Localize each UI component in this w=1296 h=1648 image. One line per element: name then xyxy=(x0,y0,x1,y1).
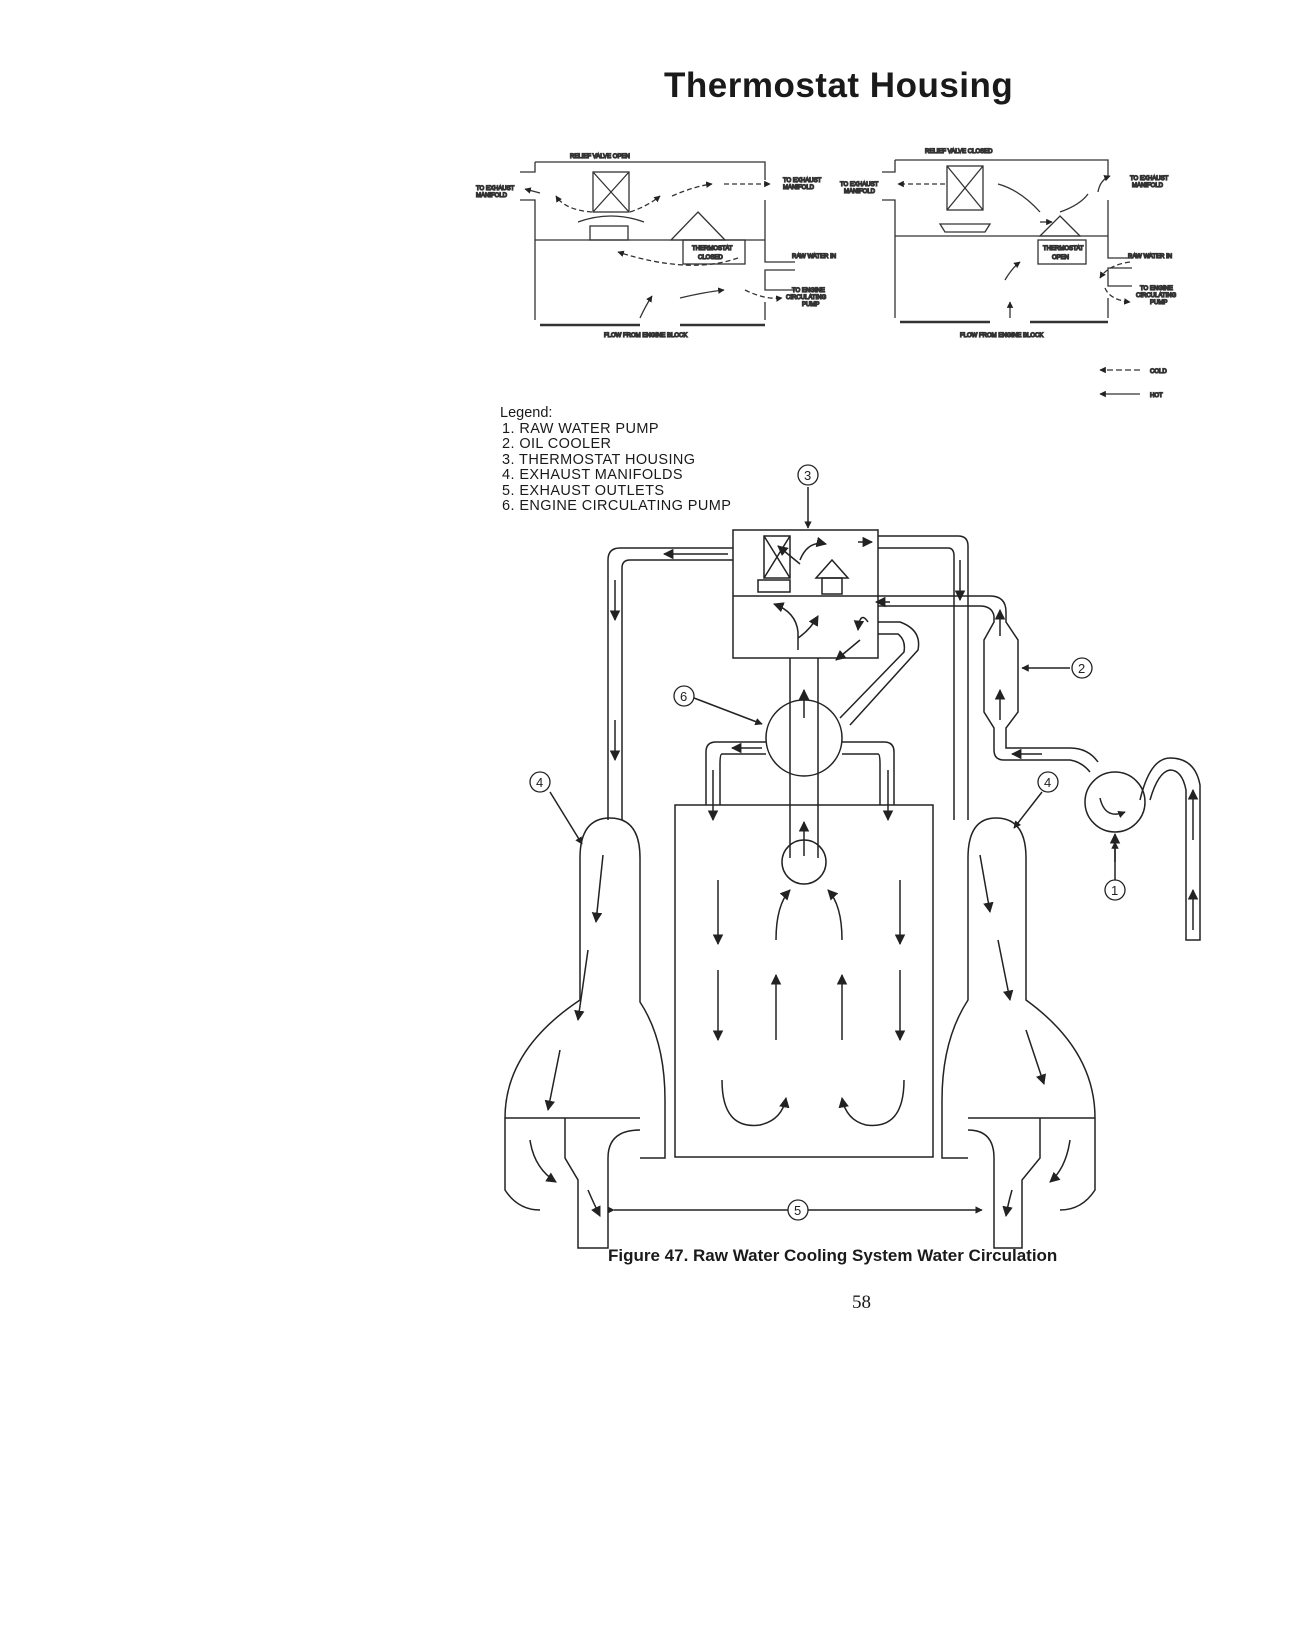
engine-block xyxy=(674,804,934,1158)
closed-flow-label: FLOW FROM ENGINE BLOCK xyxy=(960,333,1043,339)
detail-relief-open: RELIEF VALVE OPEN THERMOSTAT CLOSED TO E… xyxy=(475,153,836,339)
open-exhaust-left-2: MANIFOLD xyxy=(476,193,508,199)
closed-exhaust-right-1: TO EXHAUST xyxy=(1130,176,1169,182)
open-flow-label: FLOW FROM ENGINE BLOCK xyxy=(604,333,687,339)
callout-numbers: 3 2 6 4 4 1 5 xyxy=(536,468,1118,1218)
page-number: 58 xyxy=(852,1292,871,1313)
closed-exhaust-right-2: MANIFOLD xyxy=(1132,183,1164,189)
callout-4-right-circle xyxy=(1037,771,1059,793)
legend-item-1: 1. RAW WATER PUMP xyxy=(502,420,659,437)
exhaust-manifold-right xyxy=(941,817,1096,1249)
open-raw-water-label: RAW WATER IN xyxy=(792,254,836,260)
legend-item-5: 5. EXHAUST OUTLETS xyxy=(502,482,665,499)
legend-item-3: 3. THERMOSTAT HOUSING xyxy=(502,451,696,468)
closed-engine-pump-3: PUMP xyxy=(1150,300,1167,306)
callout-6: 6 xyxy=(680,689,687,704)
thermostat-open-label-2: OPEN xyxy=(1052,255,1069,261)
raw-water-pump-icon xyxy=(1084,771,1146,833)
closed-exhaust-left-2: MANIFOLD xyxy=(844,189,876,195)
cold-label: COLD xyxy=(1150,369,1167,375)
legend-heading: Legend: xyxy=(500,405,553,421)
callout-2-circle xyxy=(1071,657,1093,679)
callout-3: 3 xyxy=(804,468,811,483)
detail-relief-closed: RELIEF VALVE CLOSED THERMOSTAT OPEN TO E… xyxy=(839,148,1177,339)
open-exhaust-right-2: MANIFOLD xyxy=(783,185,815,191)
callout-3-circle xyxy=(797,464,819,486)
callouts xyxy=(529,464,1126,1221)
main-circulation-diagram xyxy=(504,487,1201,1249)
thermostat-housing xyxy=(732,529,879,659)
open-exhaust-left-1: TO EXHAUST xyxy=(476,186,515,192)
legend: Legend: 1. RAW WATER PUMP 2. OIL COOLER … xyxy=(500,405,732,515)
hot-label: HOT xyxy=(1150,393,1163,399)
callout-5-circle xyxy=(787,1199,809,1221)
callout-1-circle xyxy=(1104,879,1126,901)
flow-key: COLD HOT xyxy=(1099,366,1168,400)
closed-engine-pump-1: TO ENGINE xyxy=(1140,286,1173,292)
relief-open-label: RELIEF VALVE OPEN xyxy=(570,154,630,160)
callout-2: 2 xyxy=(1078,661,1085,676)
relief-closed-label: RELIEF VALVE CLOSED xyxy=(925,149,993,155)
callout-5: 5 xyxy=(794,1203,801,1218)
legend-item-2: 2. OIL COOLER xyxy=(502,436,612,452)
callout-1: 1 xyxy=(1111,883,1118,898)
closed-engine-pump-2: CIRCULATING xyxy=(1136,293,1177,299)
open-engine-pump-2: CIRCULATING xyxy=(786,295,827,301)
callout-6-circle xyxy=(673,685,695,707)
thermostat-open-label-1: THERMOSTAT xyxy=(1043,246,1084,252)
figure-caption: Figure 47. Raw Water Cooling System Wate… xyxy=(608,1246,1058,1265)
page-title: Thermostat Housing xyxy=(664,66,1014,105)
callout-4-left: 4 xyxy=(536,775,543,790)
open-engine-pump-1: TO ENGINE xyxy=(792,288,825,294)
oil-cooler xyxy=(983,612,1019,738)
closed-raw-water-label: RAW WATER IN xyxy=(1128,254,1172,260)
callout-4-left-circle xyxy=(529,771,551,793)
legend-item-6: 6. ENGINE CIRCULATING PUMP xyxy=(502,498,732,514)
flow-arrows xyxy=(529,536,1199,1218)
thermostat-closed-label-2: CLOSED xyxy=(698,255,723,261)
exhaust-manifold-left xyxy=(504,817,666,1249)
open-engine-pump-3: PUMP xyxy=(802,302,819,308)
thermostat-closed-label-1: THERMOSTAT xyxy=(692,246,733,252)
closed-exhaust-left-1: TO EXHAUST xyxy=(840,182,879,188)
legend-item-4: 4. EXHAUST MANIFOLDS xyxy=(502,467,683,483)
open-exhaust-right-1: TO EXHAUST xyxy=(783,178,822,184)
callout-4-right: 4 xyxy=(1044,775,1051,790)
